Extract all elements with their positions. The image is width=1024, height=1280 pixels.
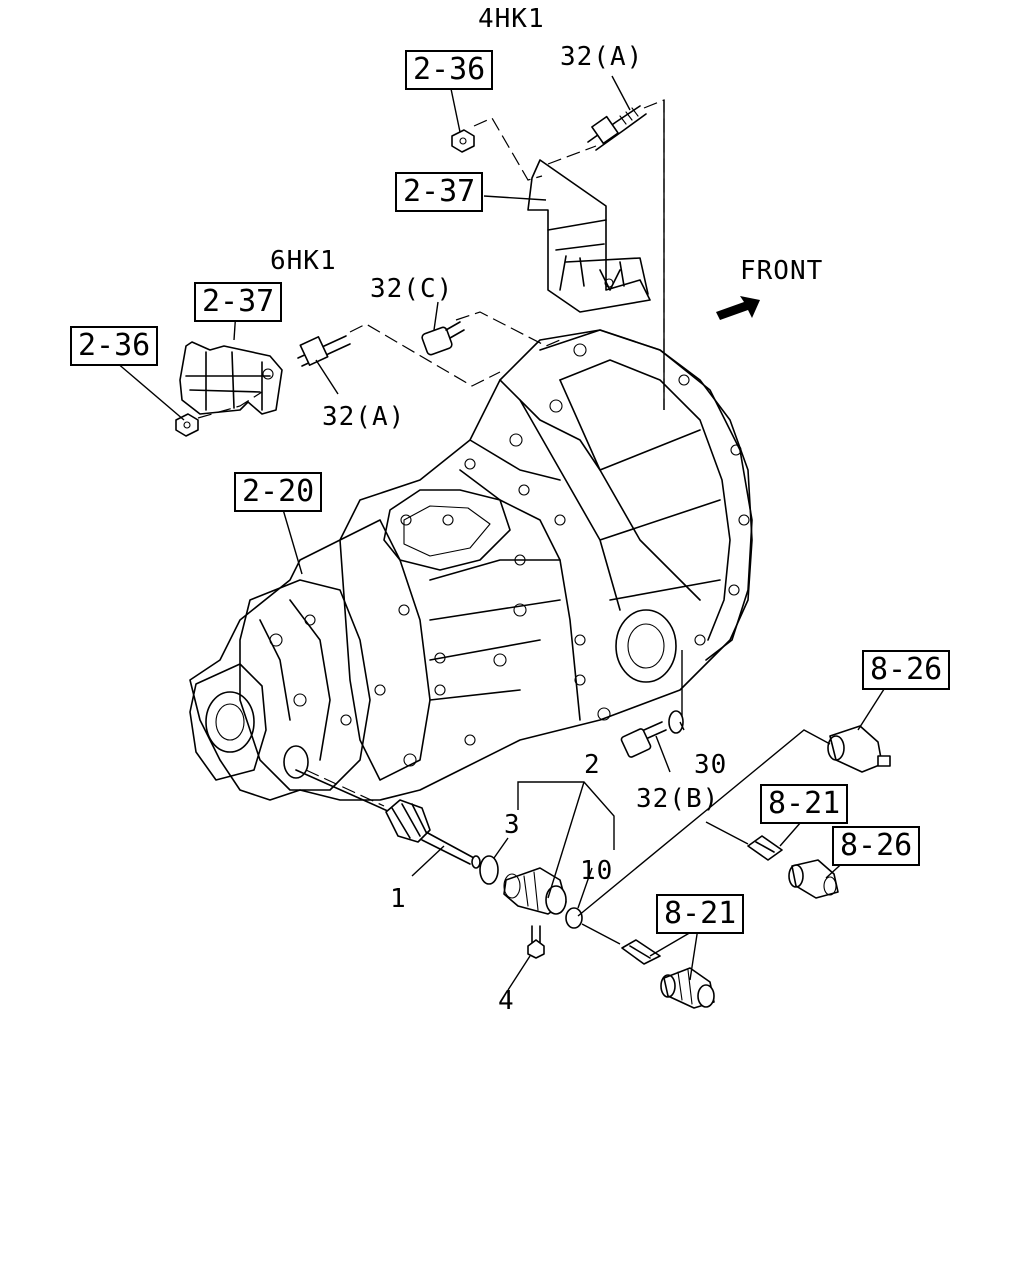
part-label-2: 2	[584, 750, 601, 780]
ref-box-bracket-nut-left[interactable]: 2-36	[70, 326, 159, 366]
ref-box-bracket-top[interactable]: 2-37	[395, 172, 484, 212]
sensor-lower	[660, 967, 715, 1009]
variant-label-top: 4HK1	[478, 4, 545, 34]
stud-top	[587, 105, 647, 151]
bracket-top-drawing	[527, 159, 651, 313]
part-label-3: 3	[504, 810, 521, 840]
bolt-c	[421, 321, 465, 356]
o-ring-3	[479, 855, 499, 885]
part-label-washer-30: 30	[694, 750, 728, 780]
direction-label: FRONT	[740, 256, 824, 286]
ref-box-sensor-upper[interactable]: 8-26	[862, 650, 951, 690]
part-label-1: 1	[390, 884, 407, 914]
ref-box-bracket-left[interactable]: 2-37	[194, 282, 283, 322]
o-ring-10	[565, 907, 583, 929]
ref-box-clip-upper[interactable]: 8-21	[760, 784, 849, 824]
sensor-mid	[788, 859, 839, 899]
ref-box-transmission[interactable]: 2-20	[234, 472, 323, 512]
bracket-left-drawing	[179, 341, 283, 415]
part-label-bolt-c: 32(C)	[370, 274, 454, 304]
nut-left	[175, 413, 199, 437]
clip-upper	[747, 835, 783, 861]
bolt-4	[527, 925, 545, 959]
variant-label-left: 6HK1	[270, 246, 337, 276]
part-label-4: 4	[498, 986, 515, 1016]
ref-box-bracket-nut-top[interactable]: 2-36	[405, 50, 494, 90]
bolt-b	[620, 721, 667, 758]
transmission-housing	[189, 329, 753, 801]
sleeve-2	[503, 867, 567, 915]
part-label-stud-top: 32(A)	[560, 42, 644, 72]
part-label-bolt-b: 32(B)	[636, 784, 720, 814]
ref-box-sensor-mid[interactable]: 8-26	[832, 826, 921, 866]
part-label-10: 10	[580, 856, 614, 886]
ref-box-clip-lower[interactable]: 8-21	[656, 894, 745, 934]
part-label-stud-left: 32(A)	[322, 402, 406, 432]
stud-left	[297, 335, 351, 367]
gear-shaft-1	[295, 769, 481, 869]
washer-30	[668, 710, 684, 734]
sensor-upper	[827, 725, 891, 773]
nut-top	[451, 129, 475, 153]
clip-lower	[621, 939, 661, 965]
front-arrow-icon	[716, 296, 760, 320]
